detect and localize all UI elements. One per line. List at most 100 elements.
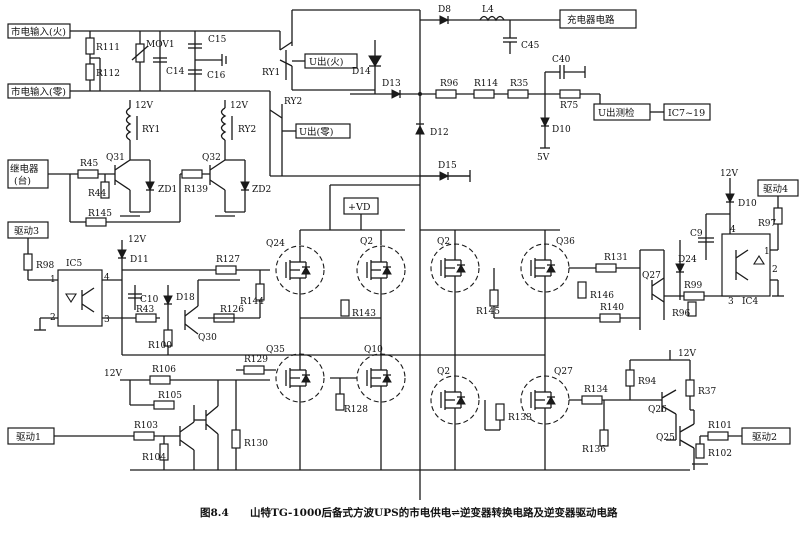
label-r146: R146 [590,291,614,301]
pin3-ic4: 3 [728,297,734,307]
label-q27-lower: Q27 [554,367,573,377]
label-ic4: IC4 [742,297,758,307]
mosfet-q24 [275,245,325,295]
label-q25: Q25 [656,433,675,443]
label-c16: C16 [207,71,226,81]
resistor-r134 [581,395,603,405]
resistor-r146 [577,281,587,299]
label-d10b: D10 [738,199,757,209]
resistor-r101 [707,431,729,441]
label-r145a: R145 [88,209,112,219]
label-zd2: ZD2 [252,185,271,195]
label-r134: R134 [584,385,608,395]
label-r114: R114 [474,79,498,89]
resistor-r145b [489,289,499,307]
label-12v-c: 12V [128,235,146,245]
pin4-ic5: 4 [104,273,110,283]
charger-box [559,9,637,29]
label-r104: R104 [142,453,166,463]
vd-rail: +VD [299,176,560,500]
resistor-r102 [695,443,705,459]
label-12v-d: 12V [720,169,738,179]
drive4-section: Q27 D24 R99 R96 C9 IC4 4 1 2 3 12V D10 驱… [639,169,799,330]
label-r96a: R96 [440,79,459,89]
label-12v-a: 12V [135,101,153,111]
label-c9: C9 [690,229,703,239]
resistor-r96a [435,89,457,99]
label-c14: C14 [166,67,185,77]
resistor-r45 [77,169,99,179]
drive2-box [741,427,791,445]
label-r145b: R145 [476,307,500,317]
label-q30: Q30 [198,333,217,343]
label-r140: R140 [600,303,624,313]
relay-ctrl-sub: (台) [14,175,31,187]
label-r128: R128 [344,405,368,415]
ic-ref-box [663,103,711,121]
label-d13: D13 [382,79,401,89]
label-r35: R35 [510,79,529,89]
label-12v-b: 12V [230,101,248,111]
figure-caption: 图8.4 山特TG-1000后备式方波UPS的市电供电⇌逆变器转换电路及逆变器驱… [200,506,618,519]
charger-label: 充电器电路 [567,14,615,26]
label-ic5: IC5 [66,259,82,269]
label-r37: R37 [698,387,717,397]
resistor-r144 [255,283,265,301]
label-r45: R45 [80,159,99,169]
resistor-r130 [231,429,241,449]
resistor-r106 [149,375,171,385]
label-c10: C10 [140,295,159,305]
label-q36: Q36 [556,237,575,247]
pin2-ic4: 2 [772,265,778,275]
label-r102: R102 [708,449,732,459]
label-zd1: ZD1 [158,185,177,195]
label-r96b: R96 [672,309,691,319]
u-out-detect-label: U出测检 [598,107,635,119]
label-q32: Q32 [202,153,221,163]
label-c15: C15 [208,35,227,45]
label-d18: D18 [176,293,195,303]
label-r105: R105 [158,391,182,401]
resistor-r131 [595,263,617,273]
label-q24: Q24 [266,239,285,249]
label-r44: R44 [88,189,107,199]
drive2-label: 驱动2 [752,432,777,443]
label-r126: R126 [220,305,244,315]
label-r129: R129 [244,355,268,365]
drive3-section: 驱动3 R98 IC5 1 2 4 3 12V D11 C10 R43 D18 … [7,221,420,356]
vd-label: +VD [348,202,371,213]
label-q26: Q26 [648,405,667,415]
relay-contacts: RY1 U出(火) RY2 U出(零) [262,9,470,177]
mains-neutral-label: 市电输入(零) [11,86,66,98]
label-d12: D12 [430,128,449,138]
label-r97: R97 [758,219,777,229]
resistor-r99 [683,291,705,301]
resistor-r44 [100,181,110,199]
label-r144: R144 [240,297,264,307]
relay-ctrl-label: 继电器 [10,163,39,175]
resistor-r143 [340,299,350,317]
label-r143: R143 [352,309,376,319]
label-d14: D14 [352,67,371,77]
label-q31: Q31 [106,153,125,163]
label-q27-upper: Q27 [642,271,661,281]
u-out-neutral-label: U出(零) [299,126,333,138]
mosfet-q2-upper-left [356,245,406,295]
label-r127: R127 [216,255,240,265]
mosfet-q2-upper-right [430,243,480,293]
label-q10: Q10 [364,345,383,355]
drive1-label: 驱动1 [16,432,41,443]
resistor-r127 [215,265,237,275]
ic5-optocoupler [57,269,103,327]
resistor-r97 [773,207,783,225]
mosfet-q36 [520,243,570,293]
resistor-r100 [163,329,173,347]
label-r99: R99 [684,281,703,291]
label-r94: R94 [638,377,657,387]
drive2-section: 12V R94 R37 Q26 Q25 R101 R102 驱动2 [625,349,791,470]
ic4-optocoupler [721,233,771,297]
label-r101: R101 [708,421,732,431]
label-q2-upper-left: Q2 [360,237,373,247]
label-r133: R133 [508,413,532,423]
resistor-r35 [507,89,529,99]
